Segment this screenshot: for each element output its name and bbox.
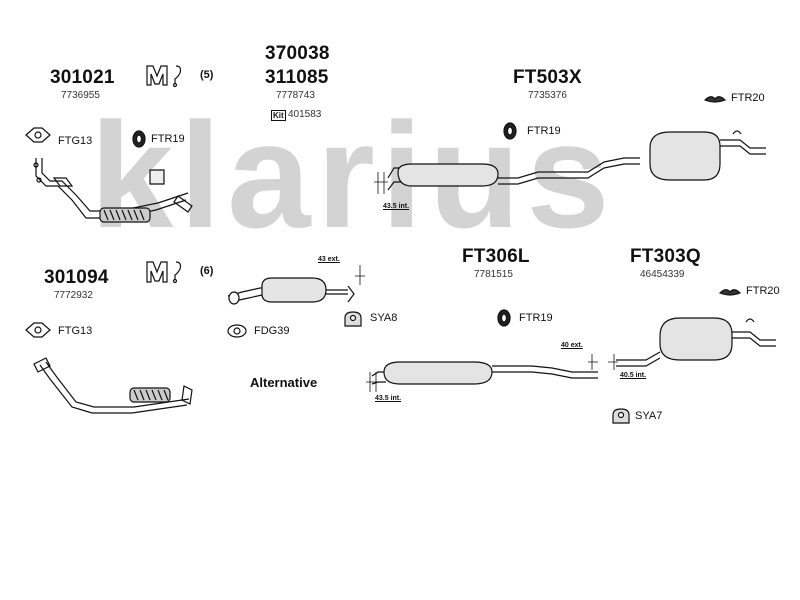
rear-silencer-drawing: [649, 130, 766, 181]
label-ftr19: FTR19: [519, 312, 553, 324]
catalytic-converter-drawing: [227, 277, 355, 305]
part-code: 7735376: [528, 90, 567, 101]
part-number-ft303q: FT303Q: [630, 246, 701, 267]
clamp-icon: [344, 311, 362, 327]
dimension-markers: [355, 172, 618, 392]
dimension-label: 43.5 int.: [383, 203, 410, 210]
label-ftr19: FTR19: [527, 125, 561, 137]
part-number-370038: 370038: [265, 43, 330, 64]
front-pipe-drawing: [33, 357, 193, 414]
kit-code: 401583: [288, 109, 322, 120]
label-ftr20: FTR20: [731, 92, 765, 104]
hanger-rubber-icon: [718, 289, 742, 296]
part-number-301094: 301094: [44, 267, 109, 288]
label-ftr19: FTR19: [151, 133, 185, 145]
brand-watermark: klarius: [90, 91, 616, 259]
part-code: 7781515: [474, 269, 513, 280]
gasket-icon: [25, 322, 51, 338]
part-code: 46454339: [640, 269, 685, 280]
rear-silencer-drawing: [616, 317, 776, 367]
dimension-label: 43.5 int.: [375, 395, 402, 402]
label-ftg13: FTG13: [58, 135, 93, 147]
rubber-ring-icon: [132, 130, 146, 148]
part-number-ft306l: FT306L: [462, 246, 530, 267]
hanger-rubber-icon: [703, 96, 727, 103]
part-code: 7772932: [54, 290, 93, 301]
dimension-label: 40 ext.: [561, 342, 583, 349]
clamp-icon: [612, 408, 630, 424]
dimension-label: 40.5 int.: [620, 372, 647, 379]
gasket-icon: [227, 324, 247, 338]
label-ftr20: FTR20: [746, 285, 780, 297]
dimension-label: 43 ext.: [318, 256, 340, 263]
rubber-ring-icon: [497, 309, 511, 327]
rubber-ring-icon: [503, 122, 517, 140]
label-fdg39: FDG39: [254, 325, 290, 337]
centre-silencer-drawing: [371, 361, 598, 385]
centre-silencer-drawing: [387, 157, 640, 191]
label-sya7: SYA7: [635, 410, 663, 422]
part-number-ft503x: FT503X: [513, 67, 582, 88]
fitting-kit-count: (6): [200, 265, 214, 277]
fitting-kit-icon: [146, 261, 182, 284]
part-code: 7736955: [61, 90, 100, 101]
part-number-311085: 311085: [265, 67, 329, 88]
fitting-kit-count: (5): [200, 69, 214, 81]
kit-tag: Kit: [271, 110, 286, 121]
front-pipe-drawing: [33, 158, 193, 223]
gasket-icon: [25, 127, 51, 143]
fitting-kit-icon: [146, 65, 182, 88]
part-number-301021: 301021: [50, 67, 115, 88]
part-code: 7778743: [276, 90, 315, 101]
label-ftg13: FTG13: [58, 325, 93, 337]
alternative-label: Alternative: [250, 375, 318, 390]
label-sya8: SYA8: [370, 312, 398, 324]
